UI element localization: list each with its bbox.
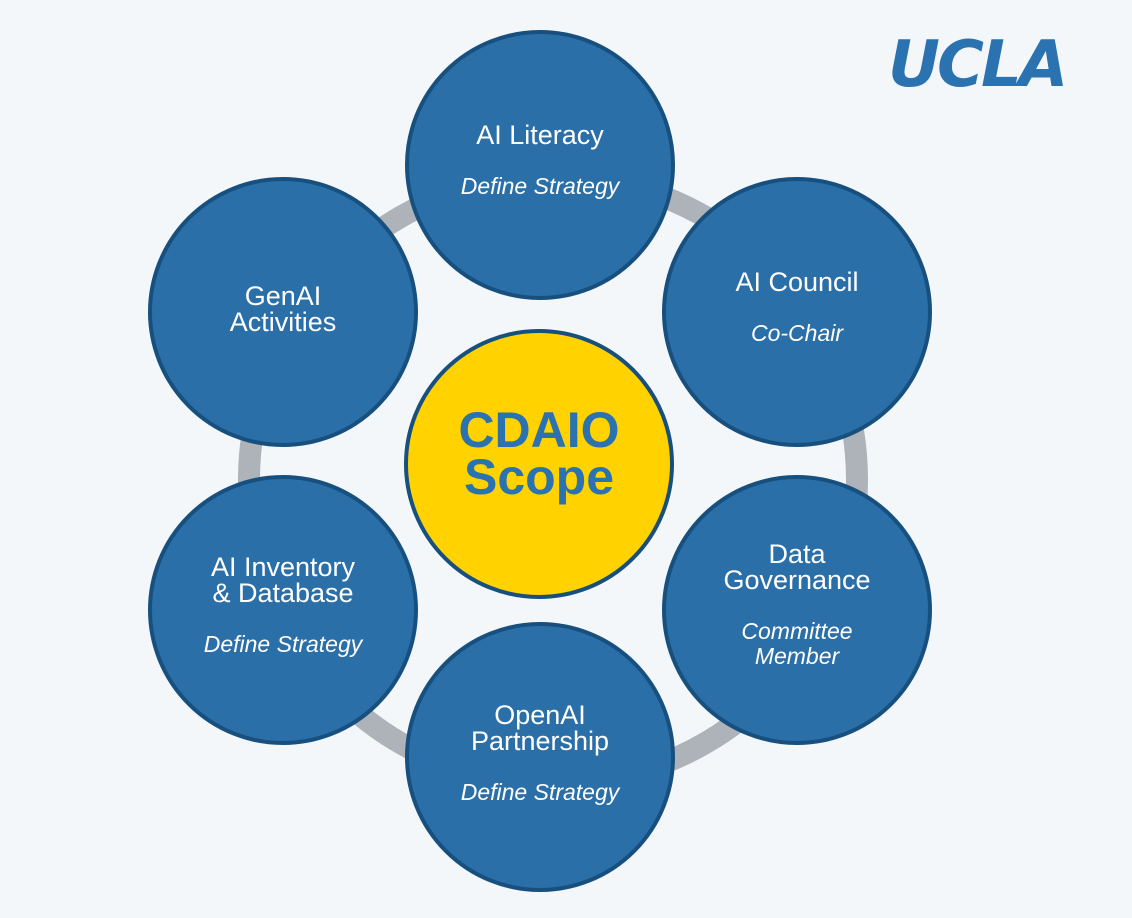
center-title: CDAIO Scope [408,402,670,505]
ucla-logo: UCLA [888,28,1068,102]
node-title-line: AI Inventory [210,552,356,582]
node-role-line: Committee [741,618,853,644]
center-title-line: CDAIO [458,402,620,458]
node-title: AI Council [735,267,859,297]
node-title: OpenAI Partnership [431,700,649,756]
node-title-line: & Database [212,578,354,608]
node-title-line: Activities [229,307,337,337]
node-genai-activities: GenAI Activities [148,177,418,447]
node-ai-literacy: AI Literacy Define Strategy [405,30,675,300]
node-role: Define Strategy [460,779,620,805]
node-title-line: Governance [723,565,871,595]
node-title-line: Partnership [470,726,610,756]
node-role: Define Strategy [460,173,620,199]
node-title: Data Governance [688,539,906,595]
node-openai-partnership: OpenAI Partnership Define Strategy [405,622,675,892]
node-title-line: Data [768,539,826,569]
node-role-line: Member [754,643,840,669]
node-role: Define Strategy [203,631,363,657]
node-role: Committee Member [688,619,906,669]
node-title: AI Literacy [476,120,604,150]
center-cdaio-scope: CDAIO Scope [404,329,674,599]
center-title-line: Scope [463,449,615,505]
node-title: AI Inventory & Database [174,552,392,608]
node-data-governance: Data Governance Committee Member [662,475,932,745]
node-title-line: GenAI [244,281,322,311]
node-title: GenAI Activities [174,281,392,337]
node-ai-council: AI Council Co-Chair [662,177,932,447]
node-title-line: OpenAI [494,700,586,730]
node-role: Co-Chair [750,320,844,346]
node-ai-inventory-database: AI Inventory & Database Define Strategy [148,475,418,745]
